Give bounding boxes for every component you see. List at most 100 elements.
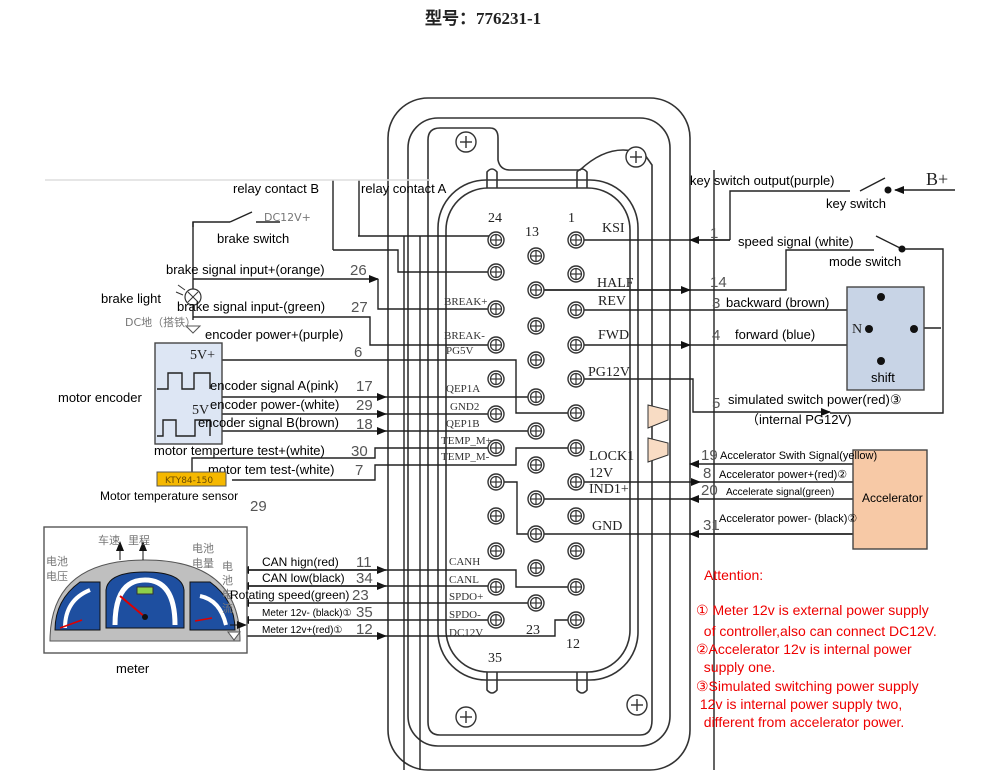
pin-number-12: 12	[566, 637, 580, 652]
pin-label-spdo-minus: SPDO-	[449, 609, 481, 621]
pin-label-qep1b: QEP1B	[446, 418, 480, 430]
pin-number-13: 13	[525, 225, 539, 240]
accelerator-power-minus-label: Accelerator power- (black)②	[719, 513, 857, 525]
ground-icon	[184, 325, 202, 334]
connector-pin-icon	[567, 301, 585, 319]
screw-icon	[625, 146, 647, 168]
connector-pin-icon	[527, 490, 545, 508]
pin-label-break-minus: BREAK-	[444, 330, 485, 342]
encoder-power-minus-label: encoder power-(white)	[210, 397, 339, 412]
motor-encoder	[154, 342, 223, 445]
pin-5: 5	[712, 395, 720, 412]
temp-sensor-label: Motor temperature sensor	[100, 489, 238, 503]
pin-3: 3	[712, 295, 720, 312]
pin-label-canh: CANH	[449, 556, 480, 568]
pin-11: 11	[356, 554, 372, 571]
pin-6: 6	[354, 344, 362, 361]
backward-label: backward (brown)	[726, 295, 829, 310]
connector-pin-icon	[527, 594, 545, 612]
connector-pin-icon	[527, 281, 545, 299]
shift-label: shift	[871, 370, 895, 385]
meter-wires	[239, 566, 576, 640]
sensor-part-number: KTY84-150	[165, 476, 213, 486]
pin-number-23: 23	[526, 623, 540, 638]
connector-pin-icon	[527, 422, 545, 440]
screw-icon	[455, 706, 477, 728]
meter-12v-minus-label: Meter 12v- (black)①	[262, 608, 352, 619]
meter-cn-speed: 车速	[98, 533, 120, 547]
pin-label-temp-plus: TEMP_M+	[441, 435, 492, 447]
meter-cn-current-1: 电	[222, 560, 233, 573]
connector-pin-icon	[487, 473, 505, 491]
pin-label-ind1: IND1+	[589, 482, 629, 497]
can-low-label: CAN low(black)	[262, 571, 345, 585]
meter-cn-voltage-2: 电压	[46, 570, 68, 583]
connector-pin-icon	[567, 507, 585, 525]
connector-pin-icon	[487, 370, 505, 388]
encoder-power-plus-label: encoder power+(purple)	[205, 327, 343, 342]
connector-pin-icon	[527, 351, 545, 369]
connector-pin-icon	[567, 370, 585, 388]
relay-contact-b-label: relay contact B	[233, 181, 319, 196]
connector-pin-icon	[567, 231, 585, 249]
temp-test-minus-label: motor tem test-(white)	[208, 462, 334, 477]
shift-switch	[846, 286, 925, 391]
connector-pin-icon	[567, 439, 585, 457]
connector-pin-icon	[487, 507, 505, 525]
connector-pin-icon	[567, 404, 585, 422]
connector-housing	[387, 97, 691, 771]
pin-label-pg12v: PG12V	[588, 365, 630, 380]
attention-line-2: of controller,also can connect DC12V.	[696, 623, 937, 639]
pin-label-ksi: KSI	[602, 221, 625, 236]
pin-label-spdo-plus: SPDO+	[449, 591, 483, 603]
pin-7: 7	[355, 462, 363, 479]
connector-pin-icon	[527, 456, 545, 474]
motor-encoder-label: motor encoder	[58, 390, 142, 405]
accelerator-power-plus-label: Accelerator power+(red)②	[719, 469, 847, 481]
connector-pin-icon	[567, 336, 585, 354]
pin-number-1: 1	[568, 211, 575, 226]
pin-label-pg5v: PG5V	[446, 345, 474, 357]
meter-cn-mileage: 里程	[128, 534, 150, 547]
pin-18: 18	[356, 416, 373, 433]
forward-label: forward (blue)	[735, 327, 815, 342]
mode-switch-label: mode switch	[829, 254, 901, 269]
meter-gauge-icon	[43, 526, 248, 654]
pin-label-lock1: LOCK1	[589, 449, 634, 464]
bus-lines	[45, 170, 715, 770]
pin-35: 35	[356, 604, 373, 621]
screw-icon	[626, 694, 648, 716]
can-high-label: CAN hign(red)	[262, 555, 339, 569]
pin-31: 31	[703, 517, 720, 534]
brake-light-label: brake light	[101, 291, 161, 306]
left-wires	[184, 211, 576, 481]
screw-icon	[455, 131, 477, 153]
pin-4: 4	[712, 327, 720, 344]
meter-cn-charge-1: 电池	[192, 542, 214, 555]
pin-34: 34	[356, 570, 373, 587]
connector-pin-icon	[527, 525, 545, 543]
dc12v-label: DC12V+	[264, 211, 311, 224]
connector-pin-icon	[487, 231, 505, 249]
speed-signal-label: speed signal (white)	[738, 234, 854, 249]
connector-pins	[487, 231, 585, 629]
connector-pin-icon	[567, 578, 585, 596]
attention-heading: Attention:	[704, 567, 763, 583]
encoder-5v: 5V	[192, 403, 209, 418]
attention-line-5: ③Simulated switching power supply	[696, 678, 919, 694]
pin-label-half: HALF	[597, 276, 634, 291]
connector-pin-icon	[487, 578, 505, 596]
connector-pin-icon	[487, 263, 505, 281]
pin-27: 27	[351, 299, 368, 316]
pin-label-canl: CANL	[449, 574, 479, 586]
connector-pin-icon	[487, 611, 505, 629]
pin-12: 12	[356, 621, 373, 638]
connector-pin-icon	[487, 405, 505, 423]
accelerator-switch-signal-label: Accelerator Swith Signal(yellow)	[720, 450, 877, 462]
pin-19: 19	[701, 447, 718, 464]
connector-pin-icon	[567, 265, 585, 283]
dc-ground-label: DC地（搭铁）	[125, 316, 196, 329]
meter-12v-plus-label: Meter 12v+(red)①	[262, 625, 342, 636]
pin-30: 30	[351, 443, 368, 460]
accelerate-signal-label: Accelerate signal(green)	[726, 487, 834, 498]
